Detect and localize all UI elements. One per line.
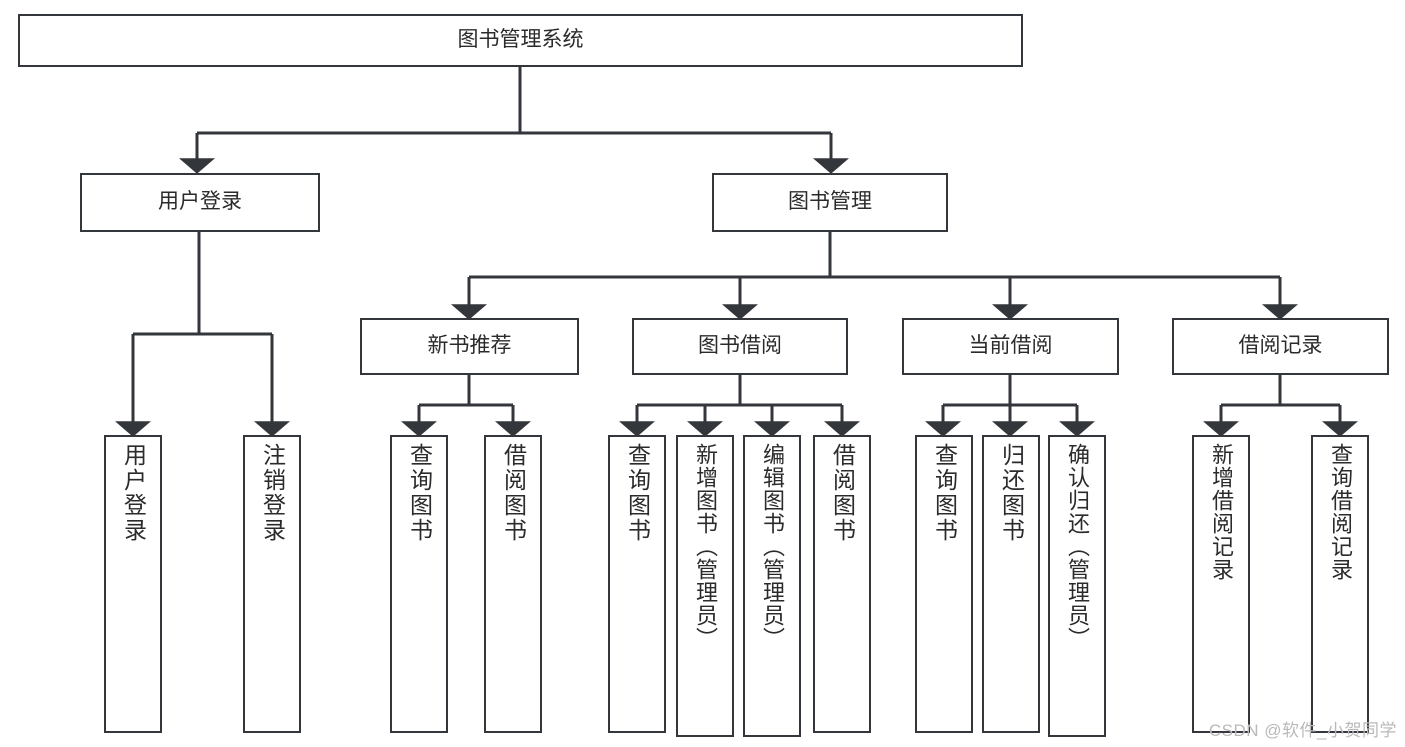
node-leaf-query-book-1-label: 查询图书 (406, 443, 433, 543)
node-book-management-label: 图书管理 (788, 190, 872, 214)
node-leaf-query-record-label: 查询借阅记录 (1328, 443, 1353, 581)
node-user-login-label: 用户登录 (158, 190, 242, 214)
node-leaf-add-record-label: 新增借阅记录 (1209, 443, 1234, 581)
node-leaf-borrow-book-1[interactable]: 借阅图书 (484, 435, 542, 733)
node-leaf-confirm-return[interactable]: 确认归还（管理员） (1048, 435, 1106, 737)
node-borrow-record[interactable]: 借阅记录 (1172, 318, 1389, 375)
node-borrow-record-label: 借阅记录 (1238, 334, 1323, 358)
node-current-borrow[interactable]: 当前借阅 (902, 318, 1119, 375)
node-leaf-query-book-2-label: 查询图书 (624, 443, 651, 543)
node-book-management[interactable]: 图书管理 (712, 173, 948, 232)
node-user-login[interactable]: 用户登录 (80, 173, 320, 232)
node-leaf-edit-book[interactable]: 编辑图书（管理员） (743, 435, 801, 737)
node-leaf-return-book-label: 归还图书 (998, 443, 1025, 543)
node-root[interactable]: 图书管理系统 (18, 14, 1023, 67)
node-leaf-add-record[interactable]: 新增借阅记录 (1192, 435, 1250, 733)
node-leaf-edit-book-label: 编辑图书（管理员） (760, 443, 785, 650)
node-book-borrow[interactable]: 图书借阅 (632, 318, 848, 375)
node-leaf-confirm-return-label: 确认归还（管理员） (1065, 443, 1090, 650)
node-leaf-query-book-3[interactable]: 查询图书 (915, 435, 973, 733)
node-root-label: 图书管理系统 (457, 28, 584, 52)
node-leaf-query-book-3-label: 查询图书 (931, 443, 958, 543)
node-new-book-recommend[interactable]: 新书推荐 (360, 318, 579, 375)
node-leaf-user-login[interactable]: 用户登录 (104, 435, 162, 733)
node-leaf-query-book-2[interactable]: 查询图书 (608, 435, 666, 733)
node-current-borrow-label: 当前借阅 (968, 334, 1053, 358)
node-leaf-logout-login[interactable]: 注销登录 (243, 435, 301, 733)
node-leaf-logout-login-label: 注销登录 (259, 443, 286, 543)
node-leaf-add-book[interactable]: 新增图书（管理员） (676, 435, 734, 737)
node-leaf-query-record[interactable]: 查询借阅记录 (1311, 435, 1369, 733)
node-book-borrow-label: 图书借阅 (698, 334, 782, 358)
node-leaf-return-book[interactable]: 归还图书 (982, 435, 1040, 733)
node-leaf-borrow-book-2[interactable]: 借阅图书 (813, 435, 871, 733)
node-leaf-borrow-book-1-label: 借阅图书 (500, 443, 527, 543)
node-new-book-recommend-label: 新书推荐 (427, 334, 512, 358)
node-leaf-borrow-book-2-label: 借阅图书 (829, 443, 856, 543)
node-leaf-user-login-label: 用户登录 (120, 443, 147, 543)
node-leaf-add-book-label: 新增图书（管理员） (693, 443, 718, 650)
node-leaf-query-book-1[interactable]: 查询图书 (390, 435, 448, 733)
